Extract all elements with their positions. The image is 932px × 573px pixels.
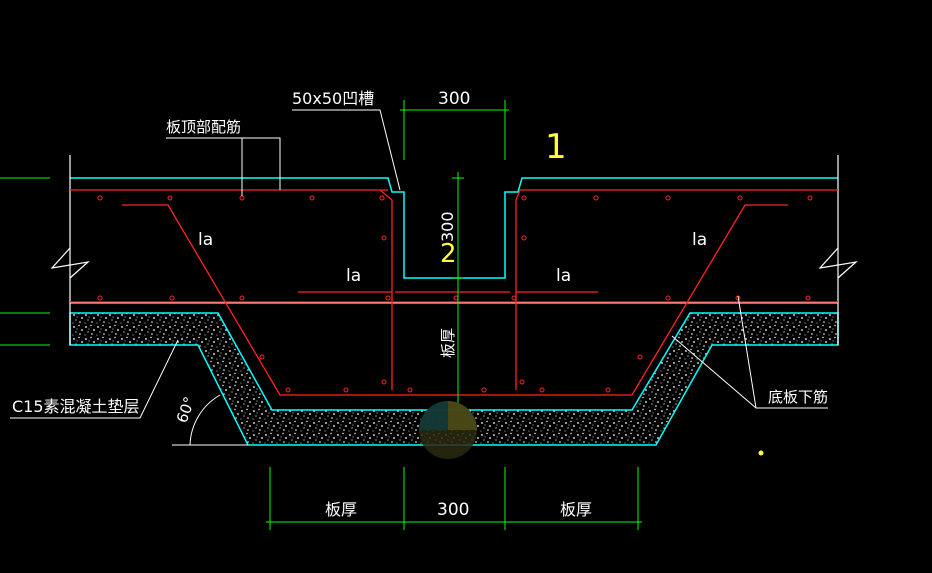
dim-left-label: 板厚	[325, 500, 357, 519]
plate-thickness-vertical: 板厚	[439, 328, 457, 358]
annotation-mark-1: 1	[545, 127, 567, 167]
groove-label: 50x50凹槽	[292, 89, 374, 108]
dimension-lines	[266, 100, 642, 530]
break-mark-left	[50, 247, 90, 279]
top-rebar-label: 板顶部配筋	[166, 118, 241, 136]
annotation-dot	[758, 450, 764, 456]
cursor-circle-icon	[419, 401, 477, 459]
cushion-label: C15素混凝土垫层	[12, 397, 140, 416]
rebar-dots	[97, 195, 813, 393]
leader-lines	[10, 109, 828, 446]
la-label-3: la	[556, 266, 571, 286]
break-mark-right	[818, 247, 858, 279]
angle-label: 60°	[173, 394, 199, 425]
la-label-2: la	[346, 266, 361, 286]
dim-mid-label: 300	[437, 500, 469, 520]
dim-300-top: 300	[438, 89, 470, 109]
bottom-rebar-label: 底板下筋	[768, 388, 828, 406]
la-label-1: la	[198, 230, 213, 250]
annotation-mark-2: 2	[440, 239, 457, 269]
dim-300-vertical: 300	[438, 211, 457, 242]
la-label-4: la	[692, 230, 707, 250]
dim-right-label: 板厚	[560, 500, 592, 519]
rebar-group	[70, 189, 838, 396]
